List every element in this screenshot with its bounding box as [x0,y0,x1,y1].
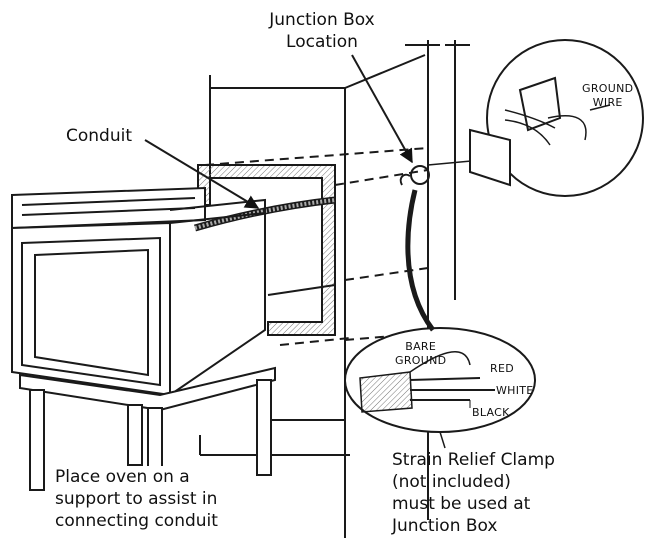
junction-box-marker [351,54,430,186]
black-wire-label: BLACK [472,406,510,419]
place-oven-line-1: Place oven on a [55,467,190,487]
strain-relief-detail [344,189,536,449]
junction-box-location-label: Junction Box Location [262,9,382,53]
place-oven-line-2: support to assist in [55,489,218,509]
strain-relief-line-2: (not included) [392,472,511,492]
junction-box-location-line-1: Junction Box [269,10,375,30]
white-wire-label: WHITE [496,384,534,397]
strain-relief-label: Strain Relief Clamp (not included) must … [392,449,555,537]
ground-wire-line-1: GROUND [582,82,634,95]
bare-ground-line-1: BARE [405,340,437,353]
bare-ground-label: BARE GROUND [395,340,446,368]
strain-relief-line-1: Strain Relief Clamp [392,450,555,470]
strain-relief-line-4: Junction Box [392,516,498,536]
conduit-pointer [144,139,260,209]
ground-wire-line-2: WIRE [592,96,623,109]
place-oven-label: Place oven on a support to assist in con… [55,466,218,532]
ground-wire-detail [469,39,644,197]
bare-ground-line-2: GROUND [395,354,447,367]
cabinet [199,40,470,538]
hidden-edges [204,147,429,346]
wall-cutout-frame [197,164,336,336]
red-wire-label: RED [490,362,514,375]
conduit-label: Conduit [66,126,132,146]
junction-box-location-line-2: Location [286,32,358,52]
oven [11,186,266,397]
place-oven-line-3: connecting conduit [55,511,218,531]
strain-relief-line-3: must be used at [392,494,531,514]
ground-wire-label: GROUND WIRE [582,82,633,110]
